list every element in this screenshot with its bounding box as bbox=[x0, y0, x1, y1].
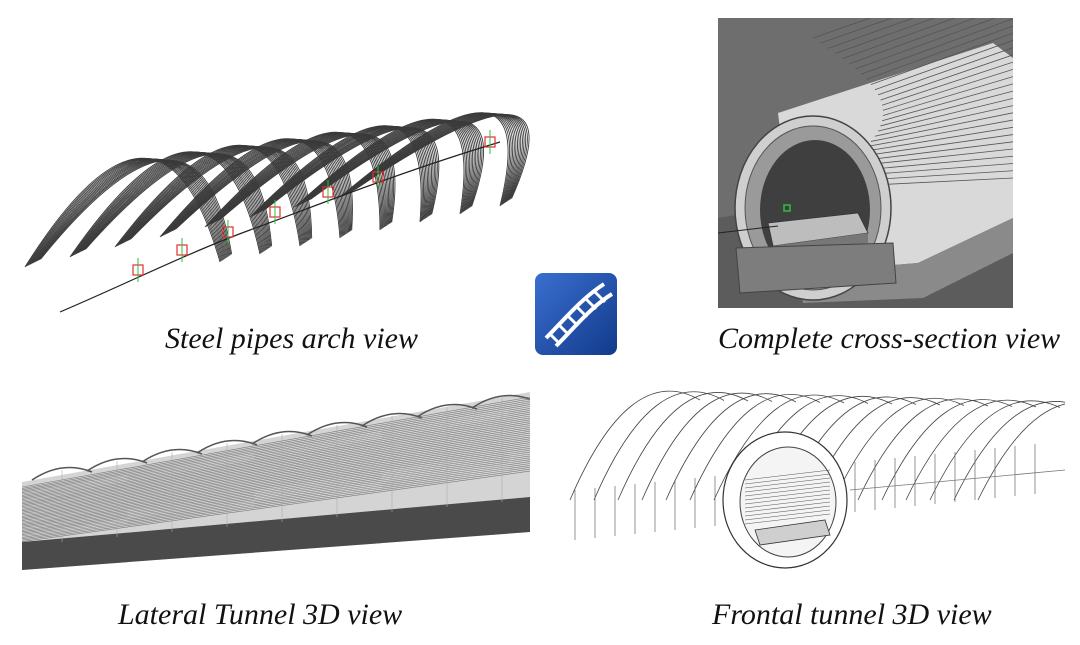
frontal-view-caption: Frontal tunnel 3D view bbox=[712, 598, 992, 631]
lateral-view-caption: Lateral Tunnel 3D view bbox=[118, 598, 403, 631]
lateral-tunnel-render bbox=[22, 392, 530, 570]
tunnel-cross-section-render bbox=[718, 18, 1013, 308]
arch-view-caption: Steel pipes arch view bbox=[165, 322, 418, 355]
steel-pipes-arch-render bbox=[24, 112, 530, 313]
railway-track-logo-icon bbox=[534, 272, 618, 356]
frontal-tunnel-render bbox=[569, 390, 1065, 569]
cross-section-image bbox=[718, 18, 1013, 308]
cross-section-view-caption: Complete cross-section view bbox=[718, 322, 1061, 355]
lateral-tunnel-image bbox=[22, 392, 530, 570]
steel-pipes-arch-image bbox=[20, 12, 535, 322]
frontal-tunnel-image bbox=[560, 370, 1065, 575]
